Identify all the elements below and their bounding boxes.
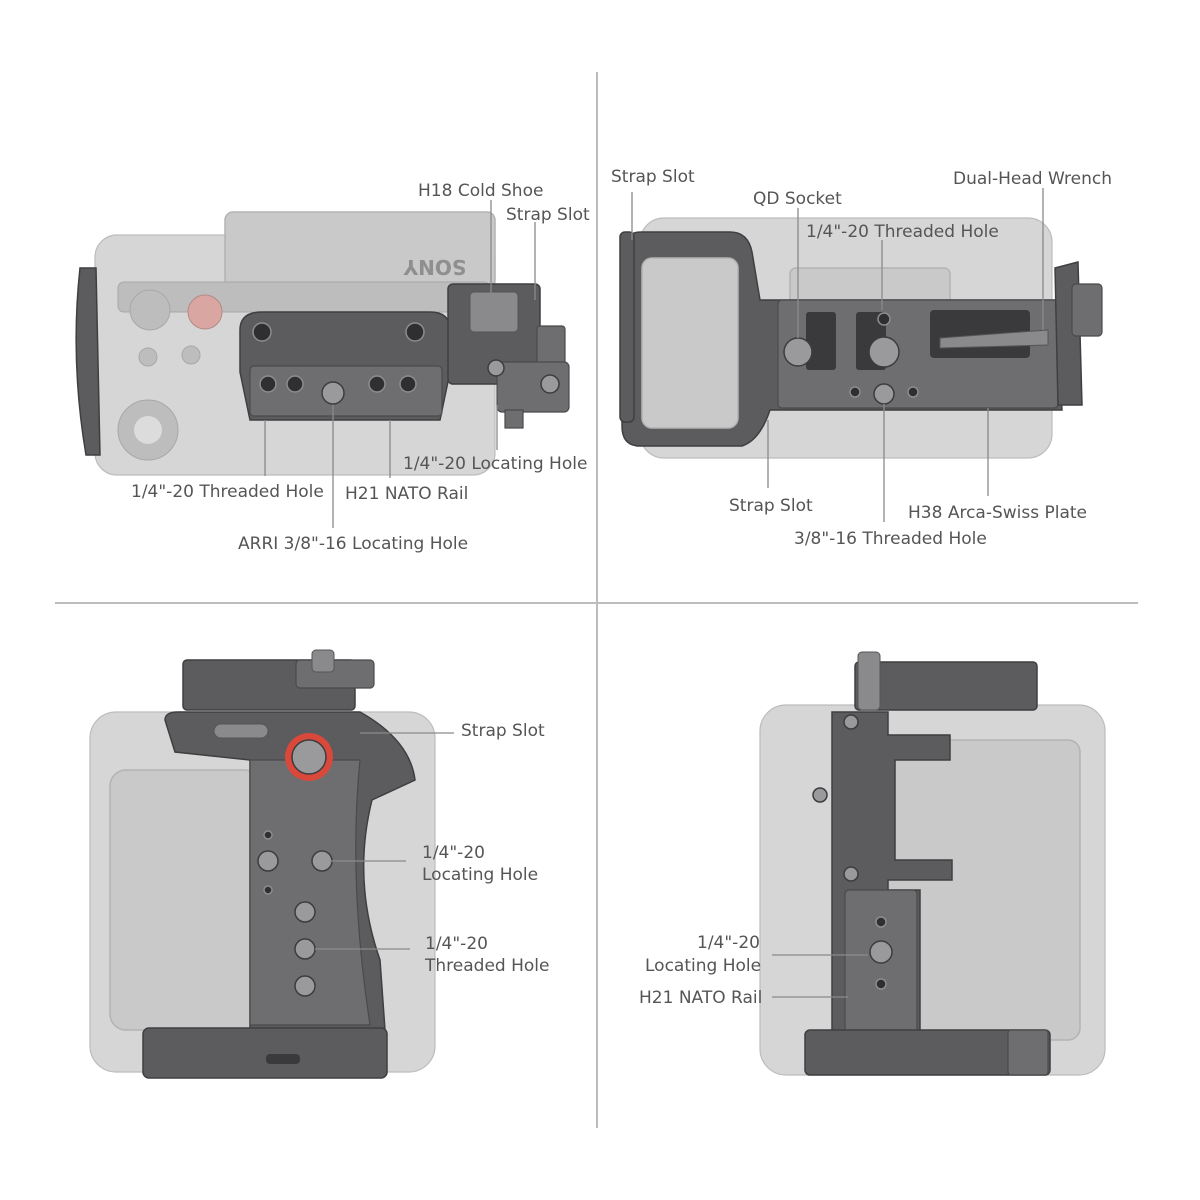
label-dual-head-wrench: Dual-Head Wrench: [953, 169, 1112, 189]
camera-brand-logo: SONY: [403, 255, 466, 279]
label-threaded-hole-line2: Threaded Hole: [424, 956, 549, 976]
locating-pin: [504, 409, 524, 429]
cage-screw: [487, 359, 505, 377]
label-strap-slot-bottom: Strap Slot: [729, 496, 813, 516]
side-bolt: [812, 787, 828, 803]
cage-screw: [843, 714, 859, 730]
threaded-hole: [263, 830, 273, 840]
locating-screw: [540, 374, 560, 394]
label-three-eighths-hole: 3/8"-16 Threaded Hole: [794, 529, 987, 549]
control-wheel-center: [134, 416, 162, 444]
side-handle: [75, 267, 101, 456]
top-left-panel: SONY H18 Cold Shoe: [75, 181, 590, 554]
record-button: [187, 294, 223, 330]
label-strap-slot: Strap Slot: [461, 721, 545, 741]
threaded-hole: [294, 975, 316, 997]
label-nato-rail: H21 NATO Rail: [639, 988, 762, 1008]
base-plate: [804, 1029, 1051, 1076]
cold-shoe-clamp: [295, 659, 375, 689]
button-3: [138, 347, 158, 367]
qd-socket: [783, 337, 813, 367]
label-qd-socket: QD Socket: [753, 189, 842, 209]
arri-locating-hole: [321, 381, 345, 405]
threaded-hole: [252, 322, 272, 342]
plate-slot: [806, 312, 836, 370]
threaded-hole: [263, 885, 273, 895]
cold-shoe: [469, 291, 519, 333]
top-right-panel: Strap Slot QD Socket 1/4"-20 Threaded Ho…: [611, 167, 1112, 549]
camera-side-panel: [109, 769, 261, 1031]
wrench-holder: [1071, 283, 1103, 337]
threaded-hole: [405, 322, 425, 342]
threaded-hole: [875, 978, 887, 990]
threaded-hole: [368, 375, 386, 393]
threaded-hole: [286, 375, 304, 393]
grip-panel: [249, 759, 371, 1026]
label-arca-swiss-plate: H38 Arca-Swiss Plate: [908, 503, 1087, 523]
strap-slot: [213, 723, 269, 739]
top-thumbscrew: [291, 739, 327, 775]
label-arri-locating-hole: ARRI 3/8"-16 Locating Hole: [238, 534, 468, 554]
bottom-right-panel: 1/4"-20 Locating Hole H21 NATO Rail: [639, 651, 1106, 1076]
label-threaded-hole: 1/4"-20 Threaded Hole: [806, 222, 999, 242]
base-slot: [266, 1054, 300, 1064]
label-strap-slot-left: Strap Slot: [611, 167, 695, 187]
locating-hole: [311, 850, 333, 872]
label-locating-hole-line1: 1/4"-20: [422, 843, 485, 863]
label-locating-hole-line2: Locating Hole: [422, 865, 538, 885]
threaded-hole: [907, 386, 919, 398]
label-threaded-hole-line1: 1/4"-20: [425, 934, 488, 954]
label-locating-hole-line1: 1/4"-20: [697, 933, 760, 953]
mounting-screw: [868, 336, 900, 368]
dual-head-wrench: [939, 329, 1049, 349]
label-threaded-hole: 1/4"-20 Threaded Hole: [131, 482, 324, 502]
camera-top-plate: [117, 281, 491, 313]
label-locating-hole-line2: Locating Hole: [645, 956, 761, 976]
button-2: [181, 345, 201, 365]
threaded-hole: [294, 901, 316, 923]
three-eighths-threaded-hole: [873, 383, 895, 405]
threaded-hole: [294, 938, 316, 960]
base-bracket: [1007, 1029, 1049, 1076]
top-knob: [311, 649, 335, 673]
label-strap-slot: Strap Slot: [506, 205, 590, 225]
threaded-hole: [875, 916, 887, 928]
locating-hole: [869, 940, 893, 964]
cage-screw: [843, 866, 859, 882]
locating-hole: [257, 850, 279, 872]
top-cold-shoe-mount: [854, 661, 1038, 711]
bottom-left-panel: Strap Slot 1/4"-20 Locating Hole 1/4"-20…: [89, 649, 549, 1079]
label-h18-cold-shoe: H18 Cold Shoe: [418, 181, 543, 201]
threaded-hole: [399, 375, 417, 393]
label-locating-hole: 1/4"-20 Locating Hole: [403, 454, 587, 474]
strap-slot-edge: [619, 231, 635, 423]
mode-dial: [129, 289, 171, 331]
threaded-hole: [877, 312, 891, 326]
battery-door-window: [641, 257, 739, 429]
label-nato-rail: H21 NATO Rail: [345, 484, 468, 504]
threaded-hole: [259, 375, 277, 393]
threaded-hole: [849, 386, 861, 398]
base-plate: [142, 1027, 388, 1079]
top-knob: [857, 651, 881, 711]
